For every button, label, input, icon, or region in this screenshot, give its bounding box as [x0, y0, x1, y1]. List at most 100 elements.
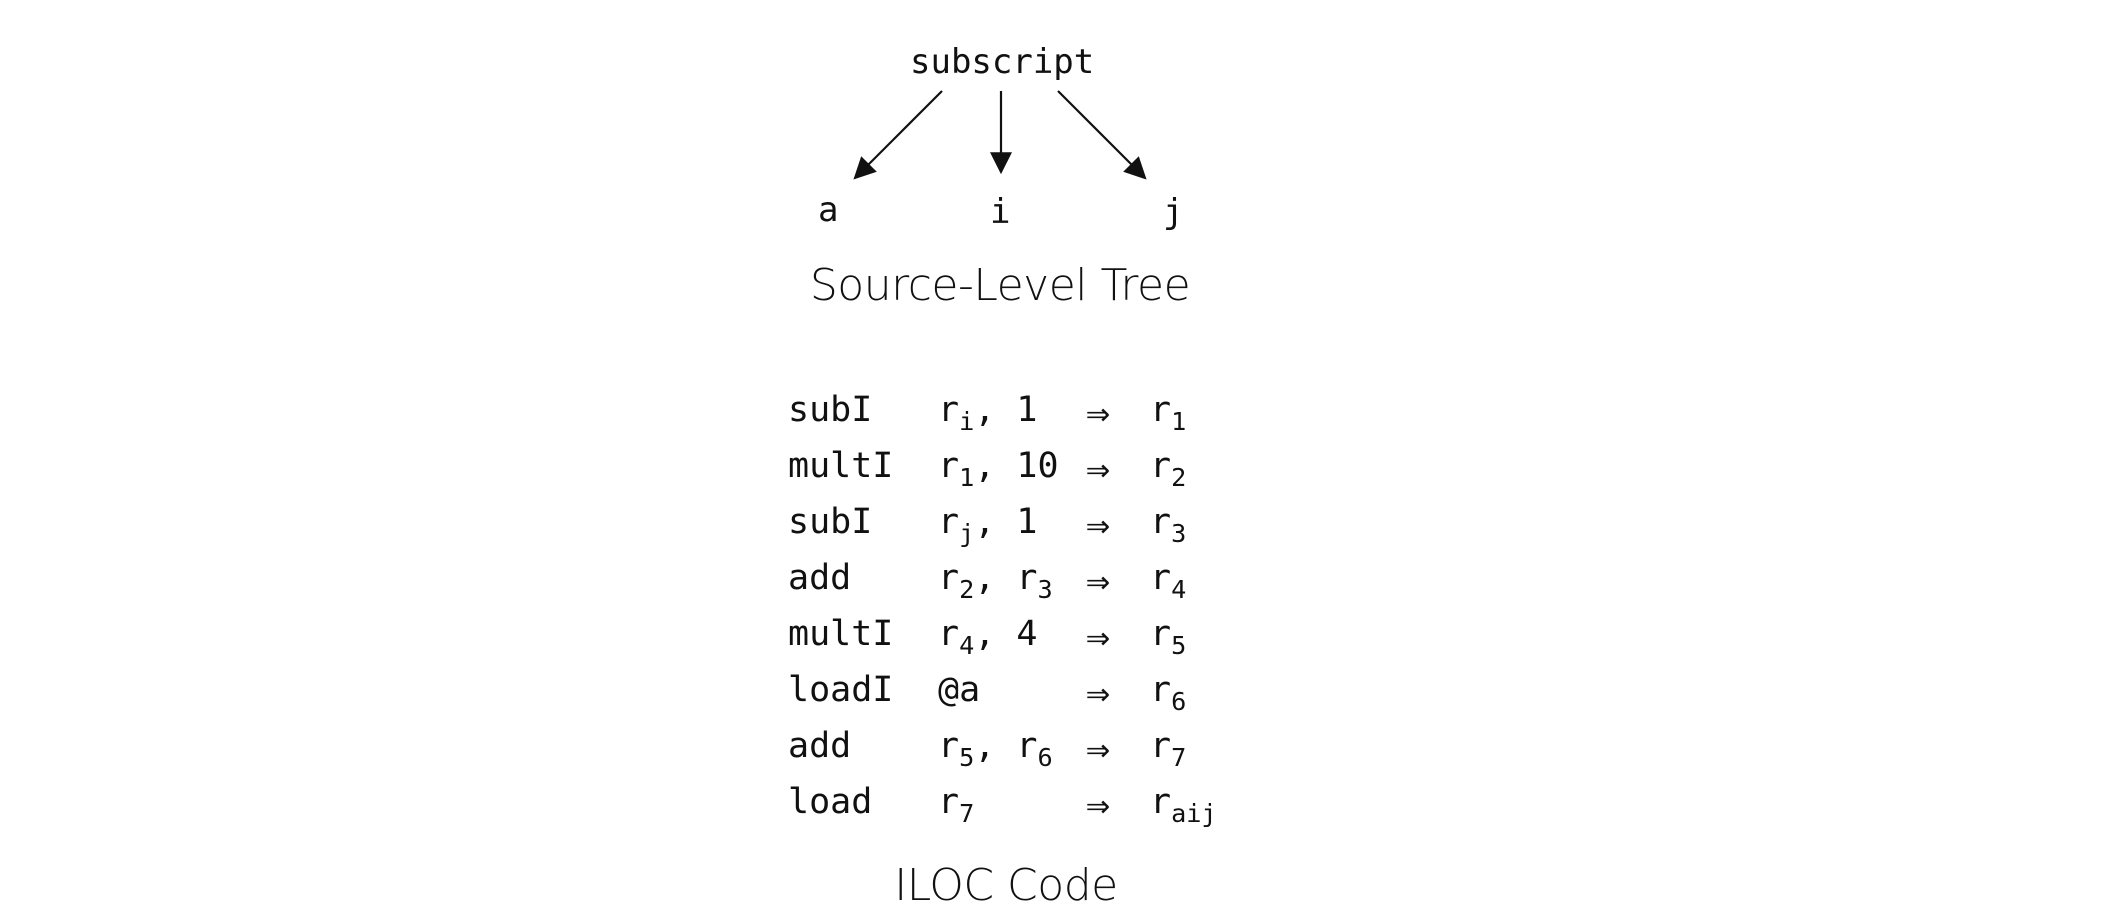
iloc-arrow: ⇒ — [1086, 502, 1111, 548]
operand-register: r1 — [938, 446, 974, 490]
register-subscript: 3 — [1171, 518, 1187, 548]
register-name: r — [938, 390, 960, 430]
register-subscript: 7 — [959, 798, 975, 828]
iloc-operands: r2, r3 — [938, 558, 1053, 602]
iloc-code-caption: ILOC Code — [894, 860, 1118, 911]
register-name: r — [938, 614, 960, 654]
register-name: r — [1016, 726, 1038, 766]
operand-literal: 1 — [1016, 390, 1038, 430]
register-subscript: 1 — [959, 462, 975, 492]
operand-register: r6 — [1016, 726, 1052, 770]
iloc-destination: r6 — [1150, 670, 1186, 714]
operand-literal: 1 — [1016, 502, 1038, 542]
iloc-operands: r5, r6 — [938, 726, 1053, 770]
operand-register: r3 — [1016, 558, 1052, 602]
register-subscript: 5 — [1171, 630, 1187, 660]
iloc-opcode: loadI — [788, 670, 894, 710]
register-subscript: 5 — [959, 742, 975, 772]
iloc-opcode: multI — [788, 446, 894, 486]
register-subscript: 7 — [1171, 742, 1187, 772]
register-name: r — [938, 782, 960, 822]
iloc-destination: r3 — [1150, 502, 1186, 546]
edge-subscript-to-a — [853, 90, 943, 180]
operand-separator: , — [974, 614, 1017, 654]
destination-register: r6 — [1150, 670, 1186, 714]
iloc-operands: ri, 1 — [938, 390, 1038, 434]
destination-register: r5 — [1150, 614, 1186, 658]
iloc-destination: r7 — [1150, 726, 1186, 770]
iloc-opcode: subI — [788, 502, 873, 542]
iloc-opcode: multI — [788, 614, 894, 654]
operand-separator: , — [974, 446, 1017, 486]
register-subscript: i — [959, 406, 975, 436]
iloc-arrow: ⇒ — [1086, 782, 1111, 828]
iloc-opcode: load — [788, 782, 873, 822]
destination-register: r4 — [1150, 558, 1186, 602]
register-subscript: 2 — [1171, 462, 1187, 492]
destination-register: r1 — [1150, 390, 1186, 434]
register-name: r — [938, 502, 960, 542]
destination-register: r3 — [1150, 502, 1186, 546]
register-name: r — [1150, 614, 1172, 654]
operand-literal: 4 — [1016, 614, 1038, 654]
register-name: r — [1150, 390, 1172, 430]
operand-register: ri — [938, 390, 974, 434]
iloc-arrow: ⇒ — [1086, 614, 1111, 660]
iloc-operands: @a — [938, 670, 980, 710]
operand-separator: , — [974, 502, 1017, 542]
register-name: r — [1150, 670, 1172, 710]
iloc-arrow: ⇒ — [1086, 446, 1111, 492]
operand-separator: , — [974, 390, 1017, 430]
iloc-arrow: ⇒ — [1086, 726, 1111, 772]
register-name: r — [938, 446, 960, 486]
register-subscript: aij — [1171, 798, 1217, 828]
iloc-operands: r4, 4 — [938, 614, 1038, 658]
tree-node-j: j — [1163, 192, 1184, 232]
iloc-destination: r1 — [1150, 390, 1186, 434]
destination-register: raij — [1150, 782, 1217, 826]
register-subscript: 4 — [959, 630, 975, 660]
operand-literal: 10 — [1016, 446, 1059, 486]
register-name: r — [1150, 446, 1172, 486]
iloc-opcode: add — [788, 726, 852, 766]
register-name: r — [938, 558, 960, 598]
destination-register: r2 — [1150, 446, 1186, 490]
edge-subscript-to-j — [1057, 90, 1147, 180]
destination-register: r7 — [1150, 726, 1186, 770]
register-name: r — [1150, 726, 1172, 766]
register-name: r — [1150, 558, 1172, 598]
iloc-opcode: add — [788, 558, 852, 598]
operand-literal: @a — [938, 670, 981, 710]
iloc-operands: r1, 10 — [938, 446, 1059, 490]
register-subscript: 2 — [959, 574, 975, 604]
register-subscript: 3 — [1037, 574, 1053, 604]
register-name: r — [1150, 502, 1172, 542]
iloc-operands: rj, 1 — [938, 502, 1038, 546]
iloc-destination: r4 — [1150, 558, 1186, 602]
operand-register: rj — [938, 502, 974, 546]
register-subscript: 6 — [1037, 742, 1053, 772]
register-subscript: 6 — [1171, 686, 1187, 716]
iloc-arrow: ⇒ — [1086, 670, 1111, 716]
iloc-arrow: ⇒ — [1086, 390, 1111, 436]
iloc-destination: r5 — [1150, 614, 1186, 658]
tree-node-root: subscript — [910, 42, 1095, 82]
register-subscript: 1 — [1171, 406, 1187, 436]
register-name: r — [1150, 782, 1172, 822]
iloc-opcode: subI — [788, 390, 873, 430]
operand-register: r4 — [938, 614, 974, 658]
tree-node-a: a — [818, 190, 839, 230]
register-subscript: 4 — [1171, 574, 1187, 604]
operand-register: r5 — [938, 726, 974, 770]
iloc-operands: r7 — [938, 782, 974, 826]
operand-register: r7 — [938, 782, 974, 826]
register-name: r — [1016, 558, 1038, 598]
tree-node-i: i — [990, 192, 1011, 232]
register-subscript: j — [959, 518, 975, 548]
operand-register: r2 — [938, 558, 974, 602]
register-name: r — [938, 726, 960, 766]
source-level-tree-caption: Source-Level Tree — [809, 260, 1191, 311]
iloc-destination: r2 — [1150, 446, 1186, 490]
operand-separator: , — [974, 726, 1017, 766]
source-level-tree-edges — [853, 90, 1147, 180]
